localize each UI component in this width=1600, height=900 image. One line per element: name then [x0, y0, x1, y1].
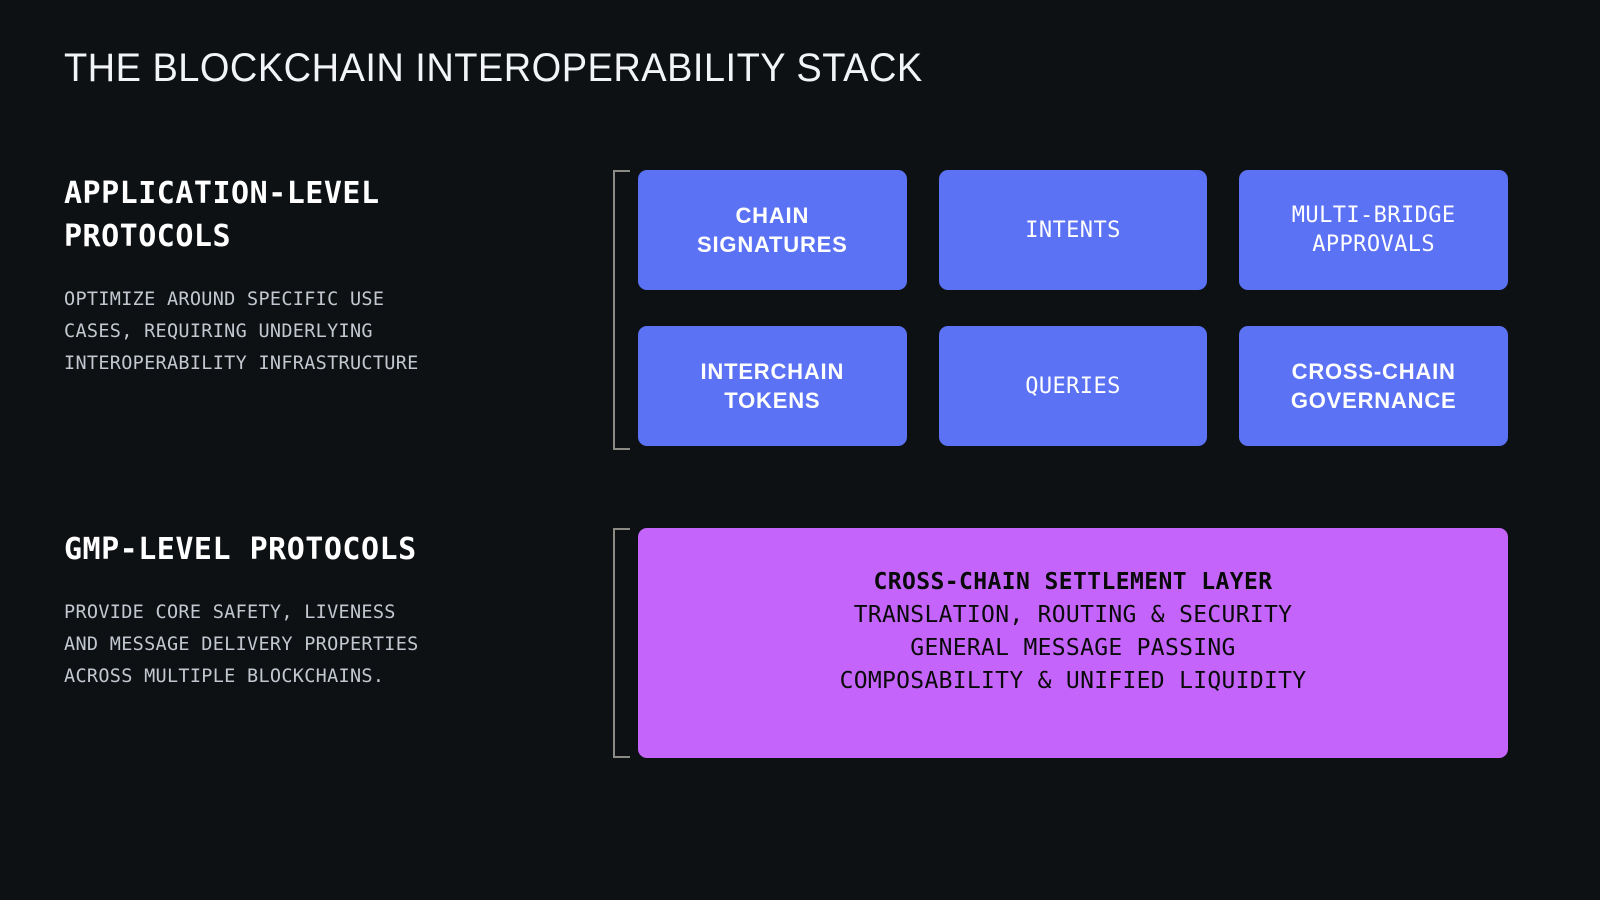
- section-body-gmp-level: PROVIDE CORE SAFETY, LIVENESS AND MESSAG…: [64, 602, 419, 687]
- card-interchain-tokens[interactable]: INTERCHAIN TOKENS: [638, 326, 907, 446]
- settlement-layer-line-3: COMPOSABILITY & UNIFIED LIQUIDITY: [839, 668, 1307, 694]
- section-heading-gmp-level: GMP-LEVEL PROTOCOLS: [64, 532, 417, 567]
- section-body-application-level: OPTIMIZE AROUND SPECIFIC USE CASES, REQU…: [64, 289, 419, 374]
- section-label-gmp-level: GMP-LEVEL PROTOCOLS PROVIDE CORE SAFETY,…: [64, 528, 584, 693]
- application-level-card-grid: CHAIN SIGNATURES INTENTS MULTI-BRIDGE AP…: [638, 170, 1508, 446]
- settlement-layer-line-1: TRANSLATION, ROUTING & SECURITY: [853, 602, 1293, 628]
- bracket-gmp-level: [613, 528, 630, 758]
- card-intents[interactable]: INTENTS: [938, 170, 1208, 290]
- bracket-application-level: [613, 170, 630, 450]
- card-chain-signatures[interactable]: CHAIN SIGNATURES: [638, 170, 907, 290]
- card-queries[interactable]: QUERIES: [938, 326, 1208, 446]
- cross-chain-settlement-layer-panel[interactable]: CROSS-CHAIN SETTLEMENT LAYER TRANSLATION…: [638, 528, 1508, 758]
- card-cross-chain-governance[interactable]: CROSS-CHAIN GOVERNANCE: [1239, 326, 1508, 446]
- card-multi-bridge-approvals[interactable]: MULTI-BRIDGE APPROVALS: [1239, 170, 1508, 290]
- settlement-layer-line-2: GENERAL MESSAGE PASSING: [910, 635, 1236, 661]
- settlement-layer-title: CROSS-CHAIN SETTLEMENT LAYER: [873, 569, 1273, 595]
- page-title: THE BLOCKCHAIN INTEROPERABILITY STACK: [64, 46, 923, 90]
- section-heading-application-level: APPLICATION-LEVEL PROTOCOLS: [64, 176, 380, 254]
- section-label-application-level: APPLICATION-LEVEL PROTOCOLS OPTIMIZE ARO…: [64, 172, 584, 380]
